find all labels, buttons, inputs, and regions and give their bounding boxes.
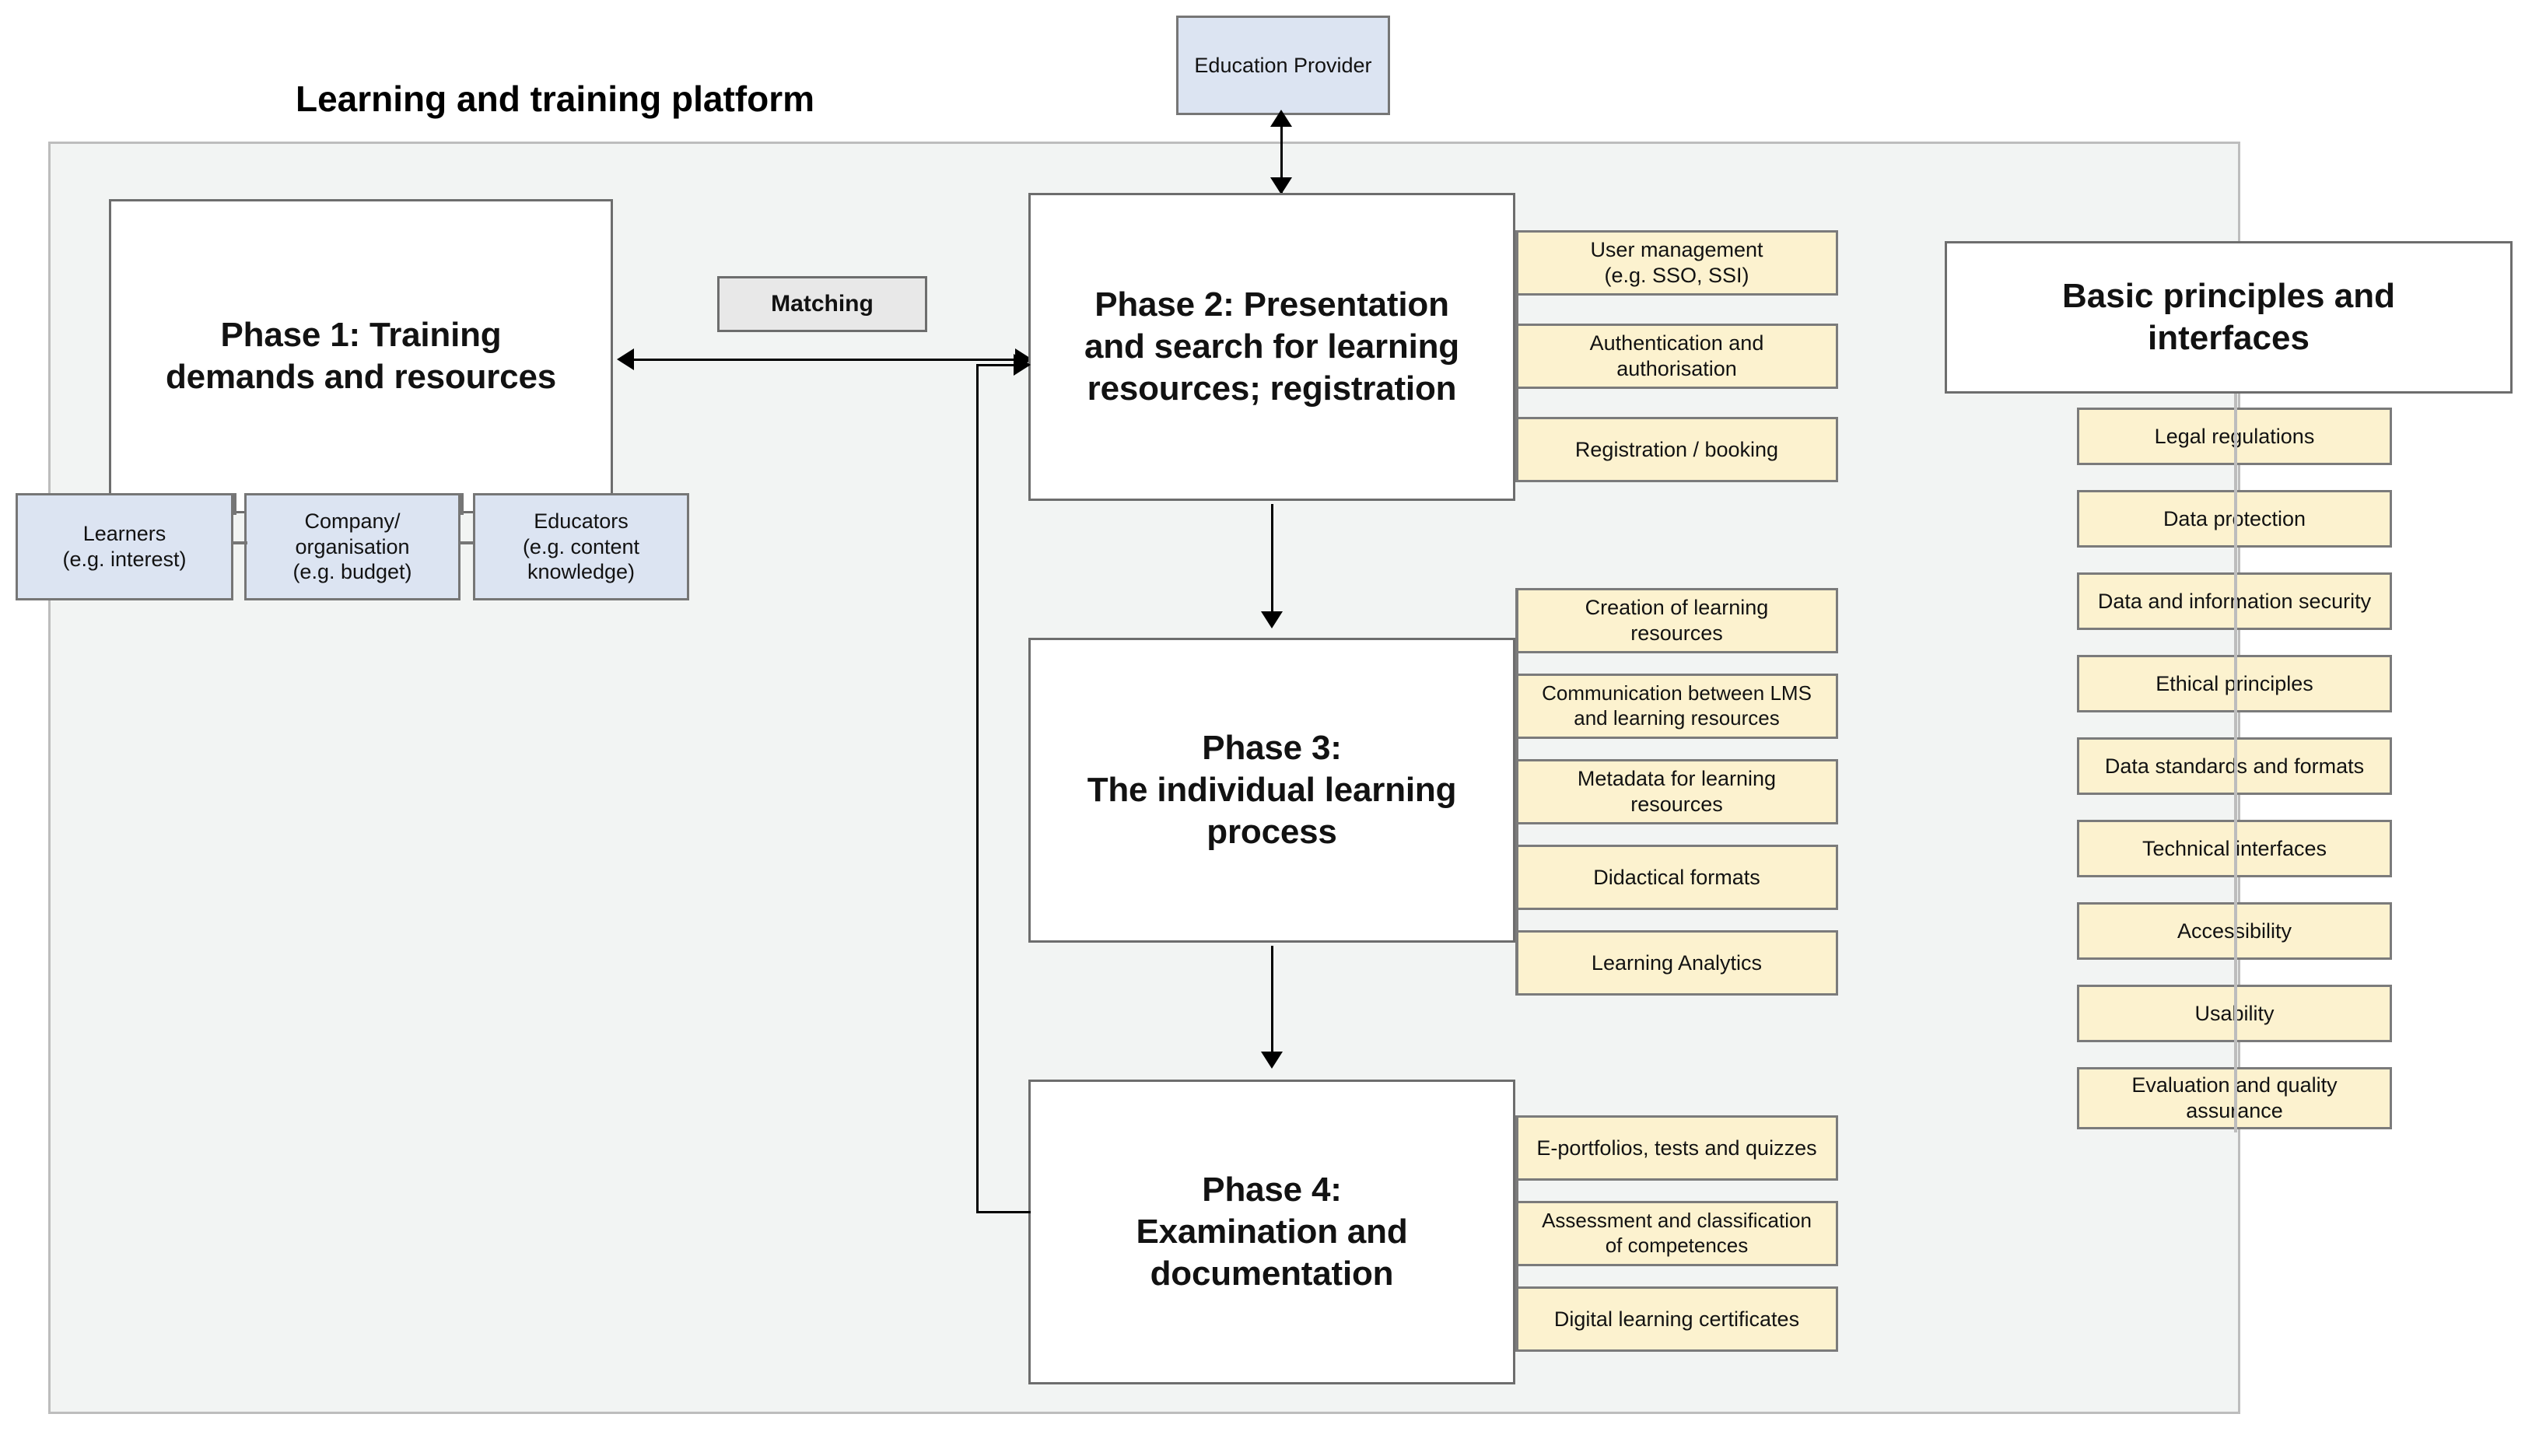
phase3-phase4-arrowhead-icon xyxy=(1261,1052,1283,1069)
feature-authentication[interactable]: Authentication and authorisation xyxy=(1515,324,1838,389)
feedback-loop-arrowhead-icon xyxy=(1014,354,1031,376)
phase-3-label-line-3: process xyxy=(1206,812,1337,851)
learners-company-link xyxy=(233,541,247,544)
feedback-loop-vertical-segment xyxy=(976,364,979,1213)
stakeholder-company-line-2: organisation xyxy=(295,534,410,558)
phase-3-label-line-1: Phase 3: xyxy=(1202,729,1342,768)
phase1-phase2-connector xyxy=(634,359,1023,361)
feature-assessment-line-2: of competences xyxy=(1605,1234,1749,1257)
feature-user-management[interactable]: User management (e.g. SSO, SSI) xyxy=(1515,230,1838,296)
company-educators-stub xyxy=(461,493,464,515)
feature-learning-analytics[interactable]: Learning Analytics xyxy=(1515,930,1838,996)
phase-1-label-line-1: Phase 1: Training xyxy=(220,316,502,355)
feature-metadata-line-2: resources xyxy=(1630,793,1723,816)
basic-principles-heading-line-1: Basic principles and xyxy=(2062,277,2395,316)
stakeholder-company-line-3: (e.g. budget) xyxy=(292,560,412,584)
phase3-phase4-connector xyxy=(1271,946,1273,1058)
stakeholder-educators-line-2: (e.g. content xyxy=(522,534,640,558)
phase4-feature-rail xyxy=(1515,1115,1518,1352)
feature-eportfolios[interactable]: E-portfolios, tests and quizzes xyxy=(1515,1115,1838,1181)
feature-metadata-line-1: Metadata for learning xyxy=(1577,767,1777,791)
feature-didactical-formats[interactable]: Didactical formats xyxy=(1515,845,1838,910)
feature-communication-lms[interactable]: Communication between LMS and learning r… xyxy=(1515,674,1838,739)
company-educators-link xyxy=(459,541,475,544)
feature-didactical-formats-label: Didactical formats xyxy=(1593,865,1760,889)
stakeholder-company-box[interactable]: Company/ organisation (e.g. budget) xyxy=(244,493,461,600)
stakeholder-learners-box[interactable]: Learners (e.g. interest) xyxy=(16,493,233,600)
basic-principles-heading-line-2: interfaces xyxy=(2148,319,2310,357)
feature-user-management-line-1: User management xyxy=(1590,238,1763,262)
provider-phase2-connector xyxy=(1280,124,1283,194)
principles-rail xyxy=(2234,394,2237,1132)
phase-2-box[interactable]: Phase 2: Presentation and search for lea… xyxy=(1028,193,1515,501)
education-provider-label: Education Provider xyxy=(1194,53,1372,77)
provider-arrowhead-up-icon xyxy=(1270,110,1292,127)
feature-registration-booking[interactable]: Registration / booking xyxy=(1515,417,1838,482)
stakeholder-learners-line-2: (e.g. interest) xyxy=(62,548,187,571)
feature-assessment-line-1: Assessment and classification xyxy=(1542,1209,1812,1233)
stakeholder-educators-box[interactable]: Educators (e.g. content knowledge) xyxy=(473,493,689,600)
feature-metadata[interactable]: Metadata for learning resources xyxy=(1515,759,1838,824)
feature-assessment-competences[interactable]: Assessment and classification of compete… xyxy=(1515,1201,1838,1266)
stakeholder-company-line-1: Company/ xyxy=(304,509,401,533)
phase3-feature-rail xyxy=(1515,588,1518,996)
stakeholder-learners-line-1: Learners xyxy=(82,522,166,546)
feature-communication-line-2: and learning resources xyxy=(1574,706,1780,730)
feedback-loop-top-segment xyxy=(976,364,1029,366)
basic-principles-box[interactable]: Basic principles and interfaces xyxy=(1945,241,2513,394)
learners-company-stub xyxy=(233,493,236,515)
feature-creation-line-2: resources xyxy=(1630,621,1723,645)
education-provider-box[interactable]: Education Provider xyxy=(1176,16,1390,115)
feature-user-management-line-2: (e.g. SSO, SSI) xyxy=(1604,264,1749,287)
feature-communication-line-1: Communication between LMS xyxy=(1542,681,1812,705)
matching-arrowhead-left-icon xyxy=(617,348,634,370)
phase-4-box[interactable]: Phase 4: Examination and documentation xyxy=(1028,1080,1515,1384)
stakeholder-educators-line-1: Educators xyxy=(534,509,629,533)
feature-authentication-line-1: Authentication and xyxy=(1589,331,1764,355)
phase-4-label-line-2: Examination and xyxy=(1136,1213,1408,1251)
phase-4-label-line-1: Phase 4: xyxy=(1202,1171,1342,1209)
phase2-phase3-connector xyxy=(1271,504,1273,618)
phase-3-label-line-2: The individual learning xyxy=(1087,771,1457,810)
phase-2-label-line-1: Phase 2: Presentation xyxy=(1094,285,1449,324)
page-title: Learning and training platform xyxy=(296,79,815,119)
phase-1-label-line-2: demands and resources xyxy=(166,358,556,396)
feature-creation-of-learning-resources[interactable]: Creation of learning resources xyxy=(1515,588,1838,653)
provider-arrowhead-down-icon xyxy=(1270,177,1292,194)
phase-2-label-line-2: and search for learning xyxy=(1084,327,1459,366)
feature-registration-booking-label: Registration / booking xyxy=(1574,437,1779,461)
phase-4-label-line-3: documentation xyxy=(1150,1254,1394,1293)
feature-authentication-line-2: authorisation xyxy=(1616,357,1737,380)
phase-2-label-line-3: resources; registration xyxy=(1087,369,1457,408)
feature-digital-certificates[interactable]: Digital learning certificates xyxy=(1515,1286,1838,1352)
phase2-feature-rail xyxy=(1515,230,1518,482)
matching-label: Matching xyxy=(771,290,874,317)
phase-3-box[interactable]: Phase 3: The individual learning process xyxy=(1028,638,1515,943)
matching-box[interactable]: Matching xyxy=(717,276,927,332)
feature-eportfolios-label: E-portfolios, tests and quizzes xyxy=(1536,1136,1817,1160)
feature-creation-line-1: Creation of learning xyxy=(1585,596,1769,620)
phase-1-box[interactable]: Phase 1: Training demands and resources xyxy=(109,199,613,513)
phase2-phase3-arrowhead-icon xyxy=(1261,611,1283,628)
feedback-loop-bottom-segment xyxy=(976,1211,1031,1213)
stakeholder-educators-line-3: knowledge) xyxy=(527,560,636,584)
feature-learning-analytics-label: Learning Analytics xyxy=(1591,950,1763,975)
feature-digital-certificates-label: Digital learning certificates xyxy=(1553,1307,1800,1331)
